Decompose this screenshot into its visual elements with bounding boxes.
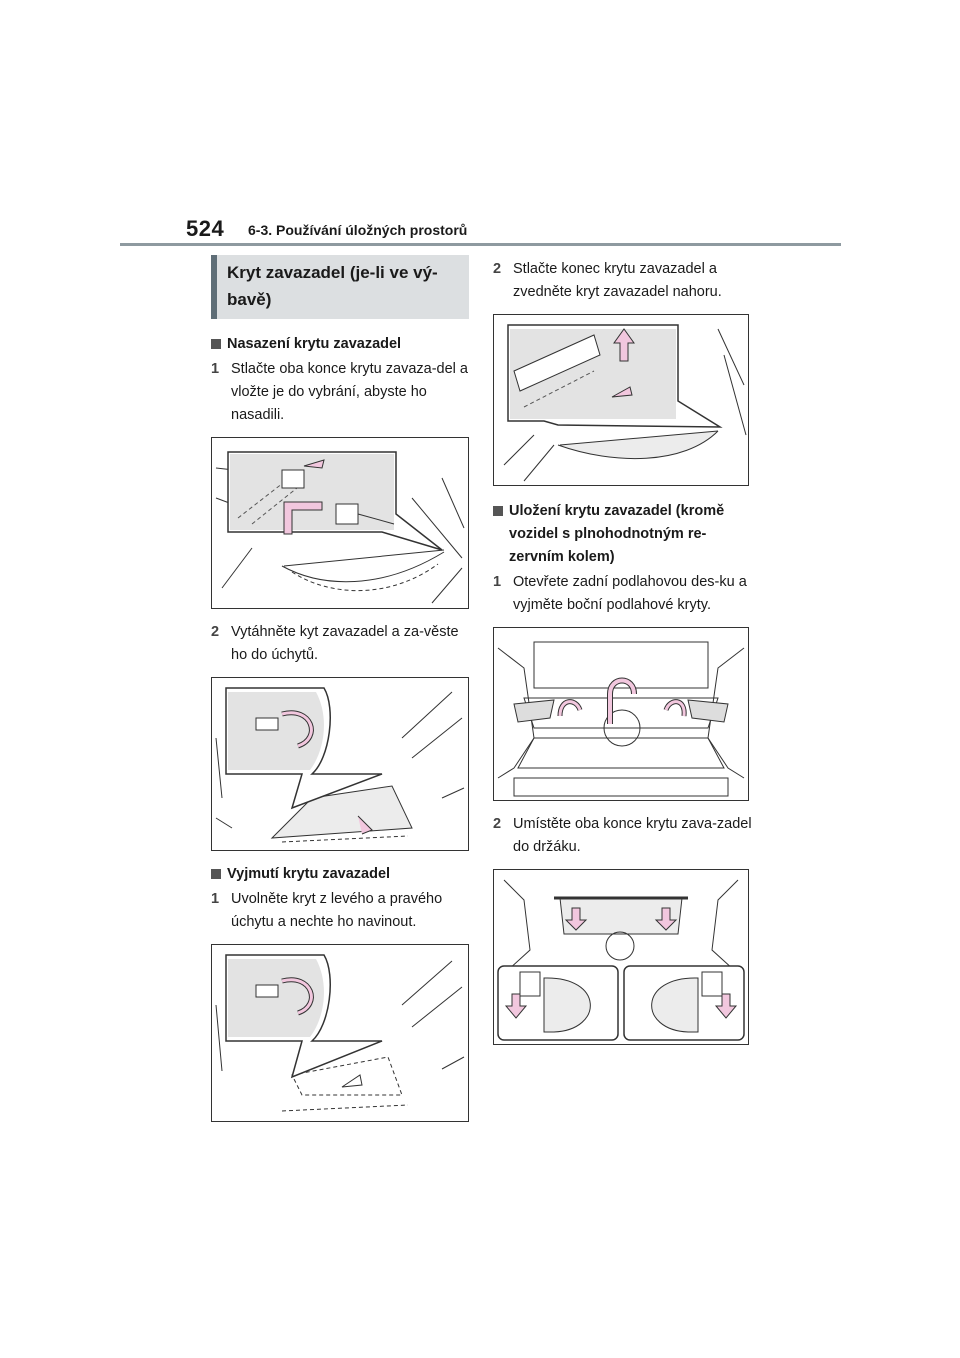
header-rule (120, 243, 841, 246)
right-column: 2 Stlačte konec krytu zavazadel a zvedně… (493, 258, 755, 1057)
subhead-store: Uložení krytu zavazadel (kromě vozidel s… (493, 500, 755, 569)
step-number: 2 (493, 816, 502, 832)
step-number: 1 (211, 361, 220, 377)
step-text: Otevřete zadní podlahovou des-ku a vyjmě… (513, 574, 747, 613)
subhead-attach: Nasazení krytu zavazadel (211, 333, 469, 356)
step-text: Vytáhněte kyt zavazadel a za-věste ho do… (231, 624, 459, 663)
step-attach-1: 1 Stlačte oba konce krytu zavaza-del a v… (211, 358, 469, 427)
figure-floor-board (493, 627, 749, 801)
bullet-square-icon (493, 506, 503, 516)
step-remove-1: 1 Uvolněte kryt z levého a pravého úchyt… (211, 888, 469, 934)
subhead-store-label: Uložení krytu zavazadel (kromě vozidel s… (509, 503, 725, 565)
figure-holder (493, 869, 749, 1045)
bullet-square-icon (211, 339, 221, 349)
step-remove-2: 2 Stlačte konec krytu zavazadel a zvedně… (493, 258, 755, 304)
step-text: Stlačte konec krytu zavazadel a zvedněte… (513, 261, 722, 300)
step-store-1: 1 Otevřete zadní podlahovou des-ku a vyj… (493, 571, 755, 617)
subhead-attach-label: Nasazení krytu zavazadel (227, 336, 402, 352)
section-heading: Kryt zavazadel (je-li ve vý-bavě) (211, 255, 469, 319)
step-number: 1 (211, 891, 220, 907)
step-text: Stlačte oba konce krytu zavaza-del a vlo… (231, 361, 468, 423)
step-number: 1 (493, 574, 502, 590)
step-store-2: 2 Umístěte oba konce krytu zava-zadel do… (493, 813, 755, 859)
subhead-remove: Vyjmutí krytu zavazadel (211, 863, 469, 886)
left-column: Kryt zavazadel (je-li ve vý-bavě) Nasaze… (211, 255, 469, 1134)
step-number: 2 (211, 624, 220, 640)
figure-remove (211, 944, 469, 1122)
step-text: Uvolněte kryt z levého a pravého úchytu … (231, 891, 443, 930)
step-number: 2 (493, 261, 502, 277)
figure-lift-cover (493, 314, 749, 486)
page-number: 524 (186, 216, 225, 241)
step-text: Umístěte oba konce krytu zava-zadel do d… (513, 816, 752, 855)
section-title: 6-3. Používání úložných prostorů (248, 222, 468, 238)
step-attach-2: 2 Vytáhněte kyt zavazadel a za-věste ho … (211, 621, 469, 667)
bullet-square-icon (211, 869, 221, 879)
figure-attach-ends (211, 437, 469, 609)
subhead-remove-label: Vyjmutí krytu zavazadel (227, 866, 391, 882)
figure-attach-hooks (211, 677, 469, 851)
